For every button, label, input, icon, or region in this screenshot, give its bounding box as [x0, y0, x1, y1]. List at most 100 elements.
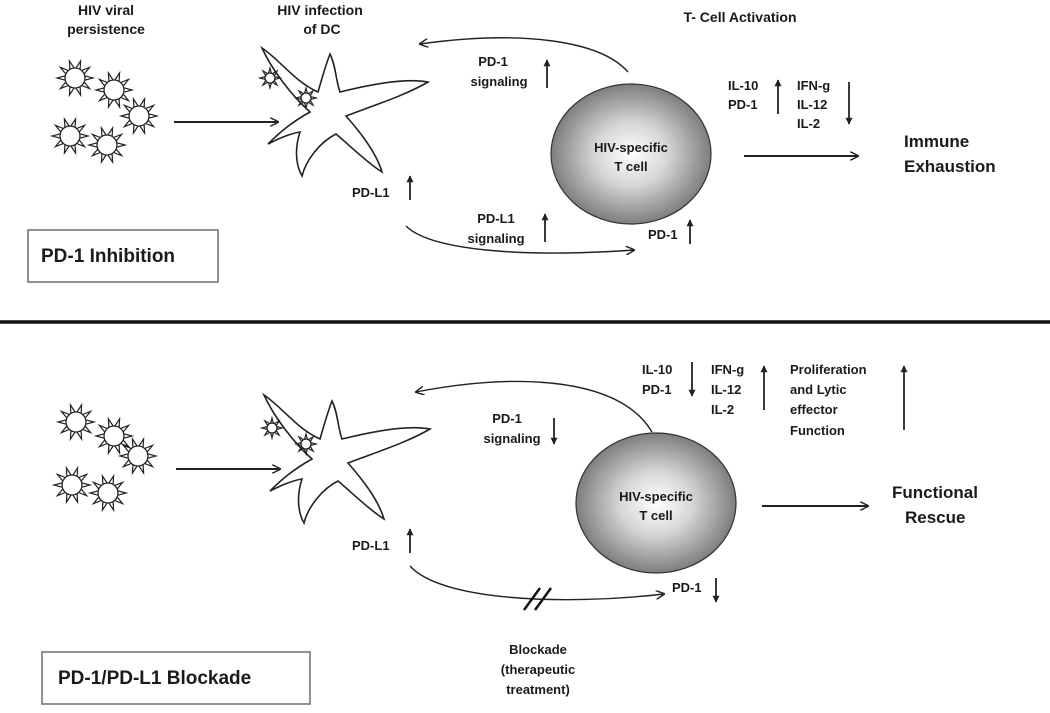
pdl1-signaling-arrow — [409, 565, 664, 601]
virus-particle-icon — [93, 70, 135, 110]
cytokine-down-3: IL-2 — [797, 116, 820, 131]
t-cell-label-line1: HIV-specific — [619, 489, 693, 504]
virus-core — [264, 72, 276, 84]
virus-cluster-top — [49, 58, 160, 165]
dendritic-cell-icon — [262, 392, 433, 526]
virus-core — [300, 92, 312, 104]
dendritic-cell-icon — [260, 45, 431, 179]
virus-spikes — [51, 465, 93, 505]
virus-spikes — [86, 125, 128, 165]
virus-core — [64, 67, 86, 89]
t-cell-icon — [575, 432, 737, 574]
virus-particle-icon — [257, 65, 283, 91]
virus-spikes — [118, 96, 160, 136]
t-cell-icon — [550, 83, 712, 225]
virus-core — [128, 105, 150, 127]
virus-spikes — [49, 116, 91, 156]
panel-label: PD-1/PD-L1 Blockade — [58, 668, 251, 689]
virus-spikes — [293, 431, 319, 457]
cytokine-up-1: IL-10 — [728, 78, 758, 93]
pdl1-level-label: PD-L1 — [352, 185, 390, 200]
virus-core — [103, 79, 125, 101]
cytokine-up-3: IL-2 — [711, 402, 734, 417]
blockade-mark-1 — [522, 587, 542, 611]
pd1-signaling-line2: signaling — [483, 431, 540, 446]
virus-label-line2: persistence — [67, 21, 145, 37]
t-cell-label-line1: HIV-specific — [594, 140, 668, 155]
effect-line2: and Lytic — [790, 382, 847, 397]
virus-core — [103, 425, 125, 447]
effect-line1: Proliferation — [790, 362, 867, 377]
outcome-line1: Functional — [892, 483, 978, 502]
cytokine-up-2: IL-12 — [711, 382, 741, 397]
bottom-panel: PD-1 signaling PD-L1 PD-1 HIV-specific T… — [41, 362, 978, 705]
outcome-line2: Rescue — [905, 508, 965, 527]
virus-particle-icon — [93, 416, 135, 456]
virus-cluster-bottom — [51, 402, 159, 513]
virus-particle-icon — [293, 85, 319, 111]
pdl1-signaling-line1: PD-L1 — [477, 211, 515, 226]
dc-label-line2: of DC — [303, 21, 340, 37]
virus-spikes — [87, 473, 129, 513]
virus-particle-icon — [49, 116, 91, 156]
top-panel: HIV viral persistence HIV infection of D… — [27, 2, 996, 283]
blockade-label-line3: treatment) — [506, 682, 570, 697]
t-cell-label-line2: T cell — [639, 508, 672, 523]
virus-particle-icon — [87, 473, 129, 513]
pd1-signaling-arrow — [420, 37, 629, 73]
virus-spikes — [55, 402, 97, 442]
cytokine-down-2: IL-12 — [797, 97, 827, 112]
virus-core — [97, 482, 119, 504]
virus-core — [65, 411, 87, 433]
cytokine-down-2: PD-1 — [642, 382, 672, 397]
pd1-signaling-arrow — [416, 380, 653, 433]
pd1-signaling-line1: PD-1 — [492, 411, 522, 426]
virus-particle-icon — [118, 96, 160, 136]
pdl1-signaling-arrow — [405, 225, 634, 253]
virus-core — [266, 422, 278, 434]
virus-particle-icon — [86, 125, 128, 165]
outcome-line2: Exhaustion — [904, 157, 996, 176]
virus-particle-icon — [54, 58, 96, 98]
virus-particle-icon — [259, 415, 285, 441]
virus-core — [61, 474, 83, 496]
virus-spikes — [117, 436, 159, 476]
cytokine-down-1: IFN-g — [797, 78, 830, 93]
cytokine-up-1: IFN-g — [711, 362, 744, 377]
pd1-level-label: PD-1 — [672, 580, 702, 595]
virus-spikes — [93, 70, 135, 110]
virus-particle-icon — [51, 465, 93, 505]
virus-particle-icon — [55, 402, 97, 442]
t-cell-label-line2: T cell — [614, 159, 647, 174]
panel-label-box — [41, 651, 311, 705]
virus-spikes — [257, 65, 283, 91]
outcome-line1: Immune — [904, 132, 969, 151]
cytokine-up-2: PD-1 — [728, 97, 758, 112]
virus-spikes — [93, 416, 135, 456]
virus-core — [300, 438, 312, 450]
virus-core — [59, 125, 81, 147]
pd1-signaling-line2: signaling — [470, 74, 527, 89]
pdl1-signaling-line2: signaling — [467, 231, 524, 246]
blockade-mark-2 — [533, 587, 553, 611]
virus-core — [127, 445, 149, 467]
dc-label-line1: HIV infection — [277, 2, 363, 18]
activation-title: T- Cell Activation — [683, 9, 796, 25]
effect-line4: Function — [790, 423, 845, 438]
virus-spikes — [293, 85, 319, 111]
virus-label-line1: HIV viral — [78, 2, 134, 18]
virus-core — [96, 134, 118, 156]
effect-line3: effector — [790, 402, 838, 417]
pd1-level-label: PD-1 — [648, 227, 678, 242]
cytokine-down-1: IL-10 — [642, 362, 672, 377]
virus-particle-icon — [293, 431, 319, 457]
blockade-label-line1: Blockade — [509, 642, 567, 657]
blockade-label-line2: (therapeutic — [501, 662, 575, 677]
virus-spikes — [259, 415, 285, 441]
pdl1-level-label: PD-L1 — [352, 538, 390, 553]
panel-label: PD-1 Inhibition — [41, 246, 175, 267]
panel-label-box — [27, 229, 219, 283]
pd1-signaling-line1: PD-1 — [478, 54, 508, 69]
